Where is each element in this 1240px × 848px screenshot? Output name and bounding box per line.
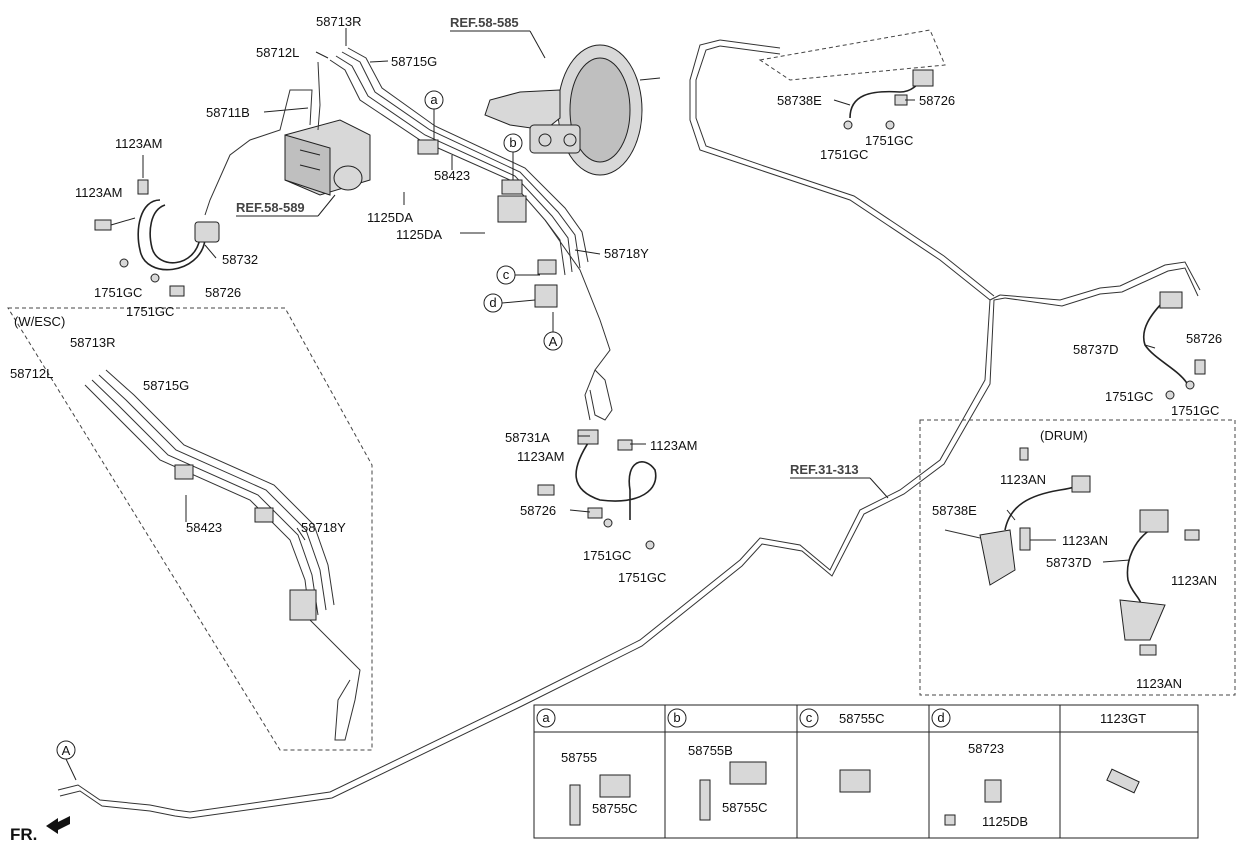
table-text: 58755C 1123GT 58755 58755C 58755B 58755C… — [561, 711, 1146, 829]
hecu-module — [284, 119, 371, 196]
circle-d-top: d — [489, 295, 496, 310]
table-header-a-letter: a — [542, 710, 550, 725]
label-1751GC-t2: 1751GC — [820, 147, 868, 162]
label-58726-c: 58726 — [520, 503, 556, 518]
upper-tube-bundle — [204, 47, 611, 421]
table-b-bottom: 58755C — [722, 800, 768, 815]
ref-58-589: REF.58-589 — [236, 200, 305, 215]
label-1751GC-c1: 1751GC — [583, 548, 631, 563]
label-1751GC-a: 1751GC — [94, 285, 142, 300]
table-header-d-letter: d — [937, 710, 944, 725]
main-brake-tube — [57, 39, 1201, 819]
label-58712L: 58712L — [256, 45, 299, 60]
table-header-c-text: 58755C — [839, 711, 885, 726]
front-arrow: FR. — [10, 816, 70, 844]
ref-58-585: REF.58-585 — [450, 15, 519, 30]
table-b-top: 58755B — [688, 743, 733, 758]
circle-A-bottom: A — [62, 743, 71, 758]
circle-A-top: A — [549, 334, 558, 349]
label-58726-a: 58726 — [205, 285, 241, 300]
rear-upper-hose — [758, 29, 946, 130]
drum-label-1123AN-c: 1123AN — [1171, 573, 1217, 588]
label-1751GC-b: 1751GC — [126, 304, 174, 319]
front-label: FR. — [10, 825, 37, 844]
drum-parts — [944, 447, 1200, 656]
label-58726-r: 58726 — [1186, 331, 1222, 346]
brake-booster — [484, 44, 661, 176]
drum-inset-frame — [919, 419, 1236, 696]
label-58713R: 58713R — [316, 14, 362, 29]
label-1123AM-d: 1123AM — [517, 449, 564, 464]
label-58715G: 58715G — [391, 54, 437, 69]
drum-label-1123AN-d: 1123AN — [1136, 676, 1182, 691]
drum-label-58737D: 58737D — [1046, 555, 1092, 570]
table-header-e-text: 1123GT — [1100, 711, 1146, 726]
label-58726-top: 58726 — [919, 93, 955, 108]
esc-label-58712L: 58712L — [10, 366, 53, 381]
drum-label-58738E: 58738E — [932, 503, 977, 518]
drum-label-1123AN-a: 1123AN — [1000, 472, 1046, 487]
label-1125DA-a: 1125DA — [367, 210, 413, 225]
table-d-bottom: 1125DB — [982, 814, 1028, 829]
circle-c-top: c — [503, 267, 510, 282]
esc-label-58715G: 58715G — [143, 378, 189, 393]
esc-inset-title: (W/ESC) — [14, 314, 65, 329]
part-labels: 58713R 58712L 58715G 58711B 1123AM 1123A… — [10, 14, 1222, 691]
label-1751GC-r1: 1751GC — [1105, 389, 1153, 404]
label-1751GC-c2: 1751GC — [618, 570, 666, 585]
esc-label-58713R: 58713R — [70, 335, 116, 350]
label-58732: 58732 — [222, 252, 258, 267]
label-58731A: 58731A — [505, 430, 550, 445]
label-1751GC-t1: 1751GC — [865, 133, 913, 148]
drum-label-1123AN-b: 1123AN — [1062, 533, 1108, 548]
label-1751GC-r2: 1751GC — [1171, 403, 1219, 418]
label-58423: 58423 — [434, 168, 470, 183]
esc-label-58718Y: 58718Y — [301, 520, 346, 535]
circle-a-top: a — [430, 92, 438, 107]
esc-tube-bundle — [84, 369, 361, 741]
table-d-top: 58723 — [968, 741, 1004, 756]
table-a-bottom: 58755C — [592, 801, 638, 816]
label-58737D: 58737D — [1073, 342, 1119, 357]
label-1125DA-b: 1125DA — [396, 227, 442, 242]
table-header-b-letter: b — [673, 710, 680, 725]
esc-inset-frame — [7, 307, 373, 751]
table-header-c-letter: c — [806, 710, 813, 725]
leaders — [65, 28, 1156, 781]
parts-table — [533, 704, 1199, 839]
front-left-hose — [94, 179, 220, 297]
front-right-hose — [537, 369, 657, 550]
label-1123AM-b: 1123AM — [75, 185, 122, 200]
drum-inset-title: (DRUM) — [1040, 428, 1088, 443]
circle-b-top: b — [509, 135, 516, 150]
label-1123AM-c: 1123AM — [650, 438, 697, 453]
esc-label-58423: 58423 — [186, 520, 222, 535]
label-58718Y: 58718Y — [604, 246, 649, 261]
label-1123AM-a: 1123AM — [115, 136, 162, 151]
table-a-top: 58755 — [561, 750, 597, 765]
ref-31-313: REF.31-313 — [790, 462, 859, 477]
circle-letters: a b c d A A a b c d — [62, 92, 945, 758]
label-58738E-top: 58738E — [777, 93, 822, 108]
label-58711B: 58711B — [206, 105, 250, 120]
